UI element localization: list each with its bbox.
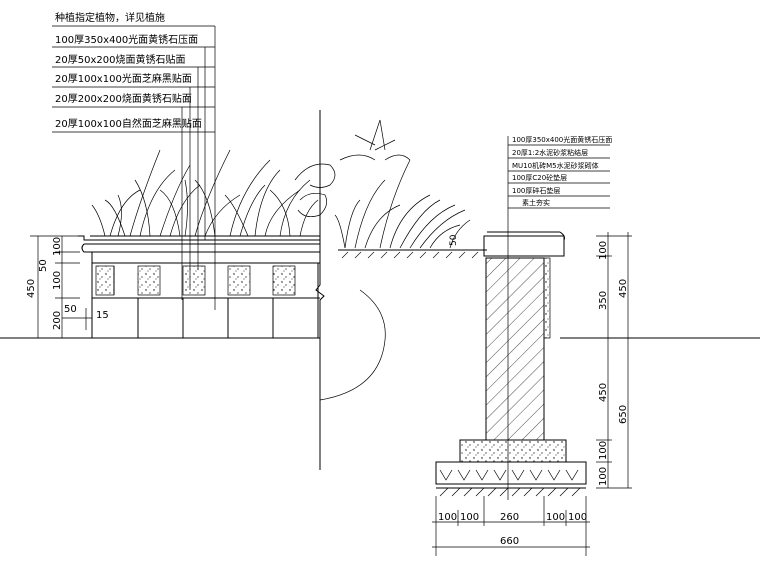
right-callout-2: 20厚1:2水泥砂浆粘结层 [512,148,588,157]
right-dim-low-total: 650 [618,405,629,424]
small-dim-label: 50 [449,234,459,246]
bottom-dim-2: 100 [460,512,479,523]
left-dim-seg-1: 100 [52,237,63,256]
bottom-dimensions: 100 100 260 100 100 660 [432,496,590,556]
soil-hatch [341,251,479,259]
right-dim-top-2: 350 [598,291,609,310]
right-callout-3: MU10机砖M5水泥砂浆砌体 [512,161,599,170]
right-dim-top-total: 450 [618,279,629,298]
right-callout-4: 100厚C20砼垫层 [512,173,567,182]
left-dimensions: 450 100 50 100 200 50 15 [26,235,109,339]
left-callout-3: 20厚100x100光面芝麻黑贴面 [55,72,192,85]
right-dimensions: 100 350 450 450 100 100 650 [596,232,632,489]
left-dim-offset: 50 [64,304,77,315]
bottom-dim-total: 660 [500,536,519,547]
plant-foliage [91,149,336,237]
left-dim-seg-3: 100 [52,271,63,290]
right-dim-low-2: 100 [598,441,609,460]
left-dim-step: 15 [96,310,109,321]
right-callout-5: 100厚碎石垫层 [512,186,560,195]
bottom-dim-4: 100 [546,512,565,523]
bottom-dim-1: 100 [438,512,457,523]
right-callout-1: 100厚350x400光面黄锈石压面 [512,135,612,144]
right-dim-low-3: 100 [598,467,609,486]
left-callout-2: 20厚50x200烧面黄锈石贴面 [55,53,185,66]
left-dim-total: 450 [26,279,37,298]
right-dim-top-1: 100 [598,241,609,260]
left-callout-4: 20厚200x200烧面黄锈石贴面 [55,92,192,105]
shrub-right [334,119,471,249]
left-dim-seg-2: 50 [38,259,49,272]
wall-section [435,231,587,497]
right-dim-low-1: 450 [598,383,609,402]
bottom-dim-5: 100 [568,512,587,523]
left-dim-seg-4: 200 [52,311,63,330]
planting-note: 种植指定植物，详见植施 [55,11,165,24]
right-callout-6: 素土夯实 [522,198,550,207]
granite-tiles [95,265,296,296]
left-callout-5: 20厚100x100自然面芝麻黑贴面 [55,117,202,130]
bottom-dim-3: 260 [500,512,519,523]
left-callout-1: 100厚350x400光面黄锈石压面 [55,33,198,46]
